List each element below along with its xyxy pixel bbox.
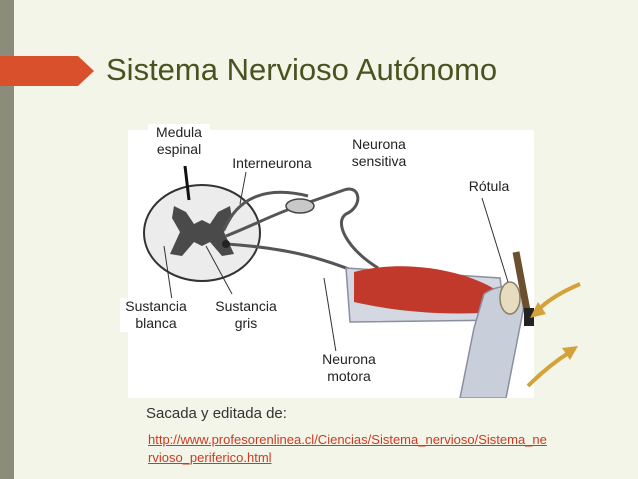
neurona-motora-pointer	[323, 277, 337, 353]
slide-sidebar	[0, 0, 14, 479]
reflex-hammer-handle	[512, 251, 532, 317]
source-link[interactable]: http://www.profesorenlinea.cl/Ciencias/S…	[148, 432, 547, 465]
interneurona-pointer	[239, 171, 247, 205]
title-accent-arrow	[0, 56, 94, 86]
slide-title: Sistema Nervioso Autónomo	[106, 52, 498, 87]
label-neurona-motora: Neurona motora	[312, 351, 386, 385]
label-medula-espinal: Medula espinal	[148, 124, 210, 158]
label-sustancia-gris: Sustancia gris	[208, 298, 284, 332]
motion-arrows	[526, 282, 581, 388]
kneecap	[499, 281, 521, 315]
rotula-pointer	[481, 197, 509, 283]
leg-kick-arrow	[526, 350, 572, 388]
label-interneurona: Interneurona	[226, 155, 318, 172]
reflex-arc-illustration	[143, 165, 534, 398]
sensory-ganglion	[285, 198, 315, 214]
spinal-cord-gray-matter	[170, 206, 234, 256]
medula-pointer	[183, 165, 191, 201]
label-neurona-sensitiva: Neurona sensitiva	[344, 136, 414, 170]
hammer-strike-arrowhead	[530, 302, 546, 318]
reflex-arc-diagram	[128, 130, 534, 398]
quadriceps-muscle	[354, 266, 496, 314]
source-caption: Sacada y editada de:	[146, 405, 287, 422]
reflex-hammer-head	[524, 308, 534, 326]
motor-neuron-body	[222, 240, 230, 248]
leg-kick-arrowhead	[562, 346, 578, 360]
sustancia-gris-pointer	[205, 245, 233, 295]
sensory-fiber	[225, 187, 379, 270]
label-rotula: Rótula	[464, 178, 514, 195]
label-sustancia-blanca: Sustancia blanca	[120, 298, 192, 332]
hammer-strike-arrow	[536, 282, 581, 312]
interneuron-fiber	[222, 190, 309, 231]
sustancia-blanca-pointer	[163, 245, 173, 301]
